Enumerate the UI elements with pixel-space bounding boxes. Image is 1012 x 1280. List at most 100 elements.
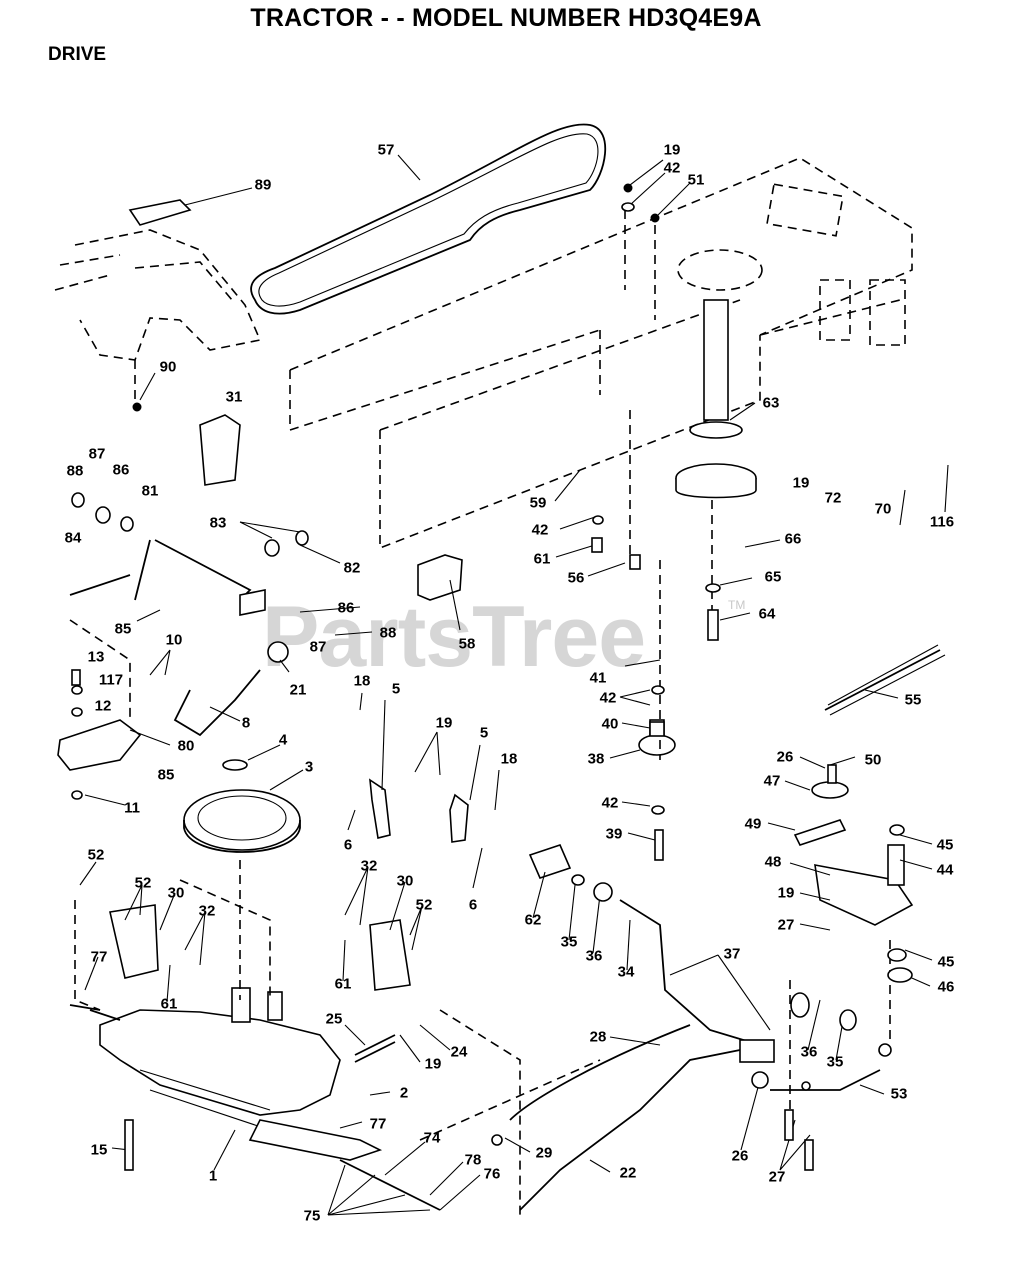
callout-13: 13 (87, 648, 105, 666)
pedal-rods (509, 844, 881, 1211)
callout-4: 4 (278, 731, 288, 749)
callout-5: 5 (391, 680, 401, 698)
decal-part (128, 199, 192, 226)
callout-12: 12 (94, 697, 112, 715)
callout-86: 86 (112, 461, 130, 479)
callout-52: 52 (87, 846, 105, 864)
callout-117: 117 (98, 671, 124, 689)
callout-88: 88 (66, 462, 84, 480)
callout-61: 61 (334, 975, 352, 993)
callout-18: 18 (500, 750, 518, 768)
hood-panel-outline (54, 229, 262, 361)
callout-30: 30 (396, 872, 414, 890)
section-label: DRIVE (48, 44, 107, 65)
callout-65: 65 (764, 568, 782, 586)
callout-64: 64 (758, 605, 776, 623)
callout-19: 19 (435, 714, 453, 732)
callout-28: 28 (589, 1028, 607, 1046)
callout-31: 31 (225, 388, 243, 406)
spring-55 (824, 649, 941, 711)
callout-57: 57 (377, 141, 395, 159)
callout-84: 84 (64, 529, 82, 547)
callout-62: 62 (524, 911, 542, 929)
callout-81: 81 (141, 482, 159, 500)
callout-50: 50 (864, 751, 882, 769)
callout-45: 45 (937, 953, 955, 971)
callout-89: 89 (254, 176, 272, 194)
large-pulley (183, 759, 301, 853)
callout-32: 32 (198, 902, 216, 920)
callout-61: 61 (533, 550, 551, 568)
callout-41: 41 (589, 669, 607, 687)
callout-30: 30 (167, 884, 185, 902)
callout-78: 78 (464, 1151, 482, 1169)
callout-52: 52 (134, 874, 152, 892)
callout-24: 24 (450, 1043, 468, 1061)
callout-32: 32 (360, 857, 378, 875)
callout-63: 63 (762, 394, 780, 412)
callout-116: 116 (929, 513, 955, 531)
callout-87: 87 (309, 638, 327, 656)
idler-assembly (793, 781, 914, 926)
callout-76: 76 (483, 1165, 501, 1183)
shield-31 (199, 414, 241, 486)
lever-plate (57, 719, 142, 771)
bracket-30-left (109, 904, 159, 979)
callout-58: 58 (458, 635, 476, 653)
callout-46: 46 (937, 978, 955, 996)
callout-82: 82 (343, 559, 361, 577)
callout-44: 44 (936, 861, 954, 879)
frame-outline (289, 157, 913, 550)
axle-link (339, 1159, 441, 1211)
callout-83: 83 (209, 514, 227, 532)
callout-19: 19 (792, 474, 810, 492)
callout-40: 40 (601, 715, 619, 733)
callout-27: 27 (777, 916, 795, 934)
bracket-left (369, 778, 391, 839)
spring-25 (354, 1034, 396, 1063)
bracket-30-right (369, 919, 411, 991)
callout-77: 77 (90, 948, 108, 966)
callout-59: 59 (529, 494, 547, 512)
callout-8: 8 (241, 714, 251, 732)
callout-26: 26 (776, 748, 794, 766)
drive-belt (250, 123, 607, 315)
callout-66: 66 (784, 530, 802, 548)
callout-49: 49 (744, 815, 762, 833)
page-title: TRACTOR - - MODEL NUMBER HD3Q4E9A (250, 4, 762, 32)
callout-36: 36 (585, 947, 603, 965)
callout-19: 19 (424, 1055, 442, 1073)
hardware-marks (71, 183, 913, 1171)
callout-3: 3 (304, 758, 314, 776)
callout-5: 5 (479, 724, 489, 742)
callout-47: 47 (763, 772, 781, 790)
callout-85: 85 (114, 620, 132, 638)
callout-26: 26 (731, 1147, 749, 1165)
callout-53: 53 (890, 1085, 908, 1103)
callout-34: 34 (617, 963, 635, 981)
callout-56: 56 (567, 569, 585, 587)
callout-45: 45 (936, 836, 954, 854)
callout-19: 19 (777, 884, 795, 902)
callout-90: 90 (159, 358, 177, 376)
callout-51: 51 (687, 171, 705, 189)
callout-75: 75 (303, 1207, 321, 1225)
callout-39: 39 (605, 825, 623, 843)
callout-74: 74 (423, 1129, 441, 1147)
callout-18: 18 (353, 672, 371, 690)
callout-35: 35 (560, 933, 578, 951)
callout-36: 36 (800, 1043, 818, 1061)
callout-61: 61 (160, 995, 178, 1013)
callout-86: 86 (337, 599, 355, 617)
callout-72: 72 (824, 489, 842, 507)
callout-52: 52 (415, 896, 433, 914)
bracket-right (449, 793, 469, 843)
watermark-trademark: TM (728, 598, 746, 612)
callout-35: 35 (826, 1053, 844, 1071)
callout-2: 2 (399, 1084, 409, 1102)
callout-19: 19 (663, 141, 681, 159)
bracket-58 (417, 554, 463, 601)
callout-10: 10 (165, 631, 183, 649)
callout-87: 87 (88, 445, 106, 463)
